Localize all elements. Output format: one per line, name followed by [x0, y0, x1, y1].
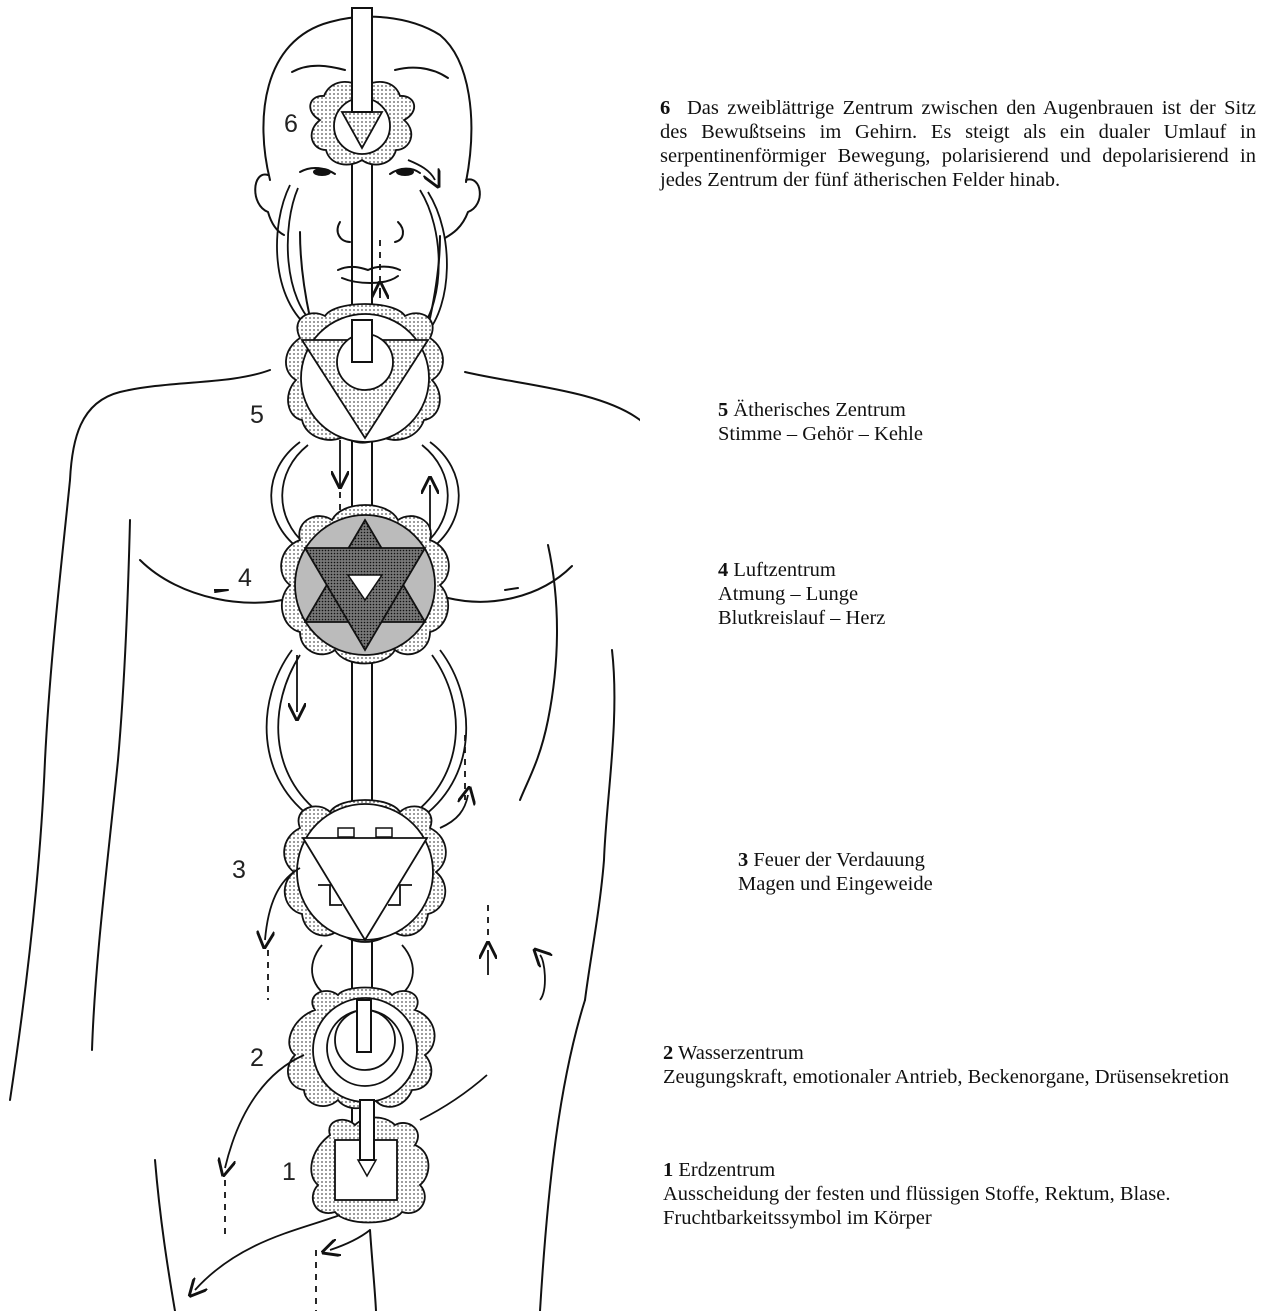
caption-number-2: 2 [663, 1042, 673, 1064]
caption-number-3: 3 [738, 849, 748, 871]
caption-title-5: Ätherisches Zentrum [733, 399, 906, 421]
caption-center-6: 6 Das zweiblättrige Zentrum zwischen den… [660, 96, 1256, 192]
caption-line-4-2: Blutkreislauf – Herz [718, 606, 1118, 630]
caption-number-6: 6 [660, 97, 670, 119]
caption-center-4: 4 Luftzentrum Atmung – Lunge Blutkreisla… [718, 558, 1118, 630]
figure-number-2: 2 [250, 1044, 264, 1072]
caption-line-5-1: Stimme – Gehör – Kehle [718, 422, 1118, 446]
figure-number-1: 1 [282, 1158, 296, 1186]
caption-line-1-1: Ausscheidung der festen und flüssigen St… [663, 1182, 1257, 1206]
chakra-figure: 6 5 4 3 2 1 [0, 0, 640, 1311]
chakra-1-symbol [311, 1100, 428, 1223]
eyebrow-marks [313, 168, 414, 176]
caption-title-1: Erdzentrum [678, 1159, 775, 1181]
caption-number-4: 4 [718, 559, 728, 581]
figure-number-3: 3 [232, 856, 246, 884]
caption-center-1: 1 Erdzentrum Ausscheidung der festen und… [663, 1158, 1257, 1230]
caption-line-4-1: Atmung – Lunge [718, 582, 1118, 606]
figure-number-5: 5 [250, 401, 264, 429]
caption-line-3-1: Magen und Eingeweide [738, 872, 1138, 896]
figure-number-4: 4 [238, 564, 252, 592]
chakra-4-symbol [281, 505, 449, 664]
caption-title-2: Wasserzentrum [678, 1042, 804, 1064]
caption-line-1-2: Fruchtbarkeitssymbol im Körper [663, 1206, 1257, 1230]
caption-title-4: Luftzentrum [733, 559, 835, 581]
chakra-3-symbol [284, 800, 446, 942]
caption-text-6: Das zweiblättrige Zentrum zwischen den A… [660, 97, 1256, 191]
caption-line-2-1: Zeugungskraft, emotionaler Antrieb, Beck… [663, 1065, 1257, 1089]
chakra-5-symbol [286, 304, 443, 443]
figure-number-6: 6 [284, 110, 298, 138]
caption-number-5: 5 [718, 399, 728, 421]
caption-title-3: Feuer der Verdauung [753, 849, 925, 871]
caption-center-3: 3 Feuer der Verdauung Magen und Eingewei… [738, 848, 1138, 896]
chakra-2-symbol [288, 988, 435, 1109]
chakra-6-symbol [310, 8, 414, 165]
caption-center-5: 5 Ätherisches Zentrum Stimme – Gehör – K… [718, 398, 1118, 446]
caption-number-1: 1 [663, 1159, 673, 1181]
caption-center-2: 2 Wasserzentrum Zeugungskraft, emotional… [663, 1041, 1257, 1089]
